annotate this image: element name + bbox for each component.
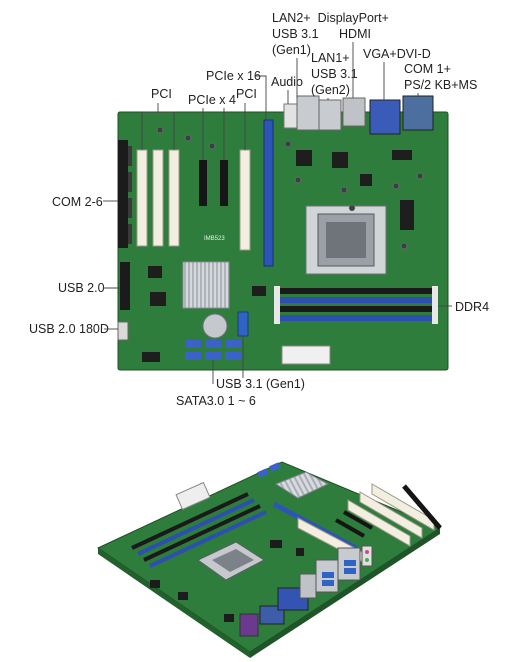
bottom-misc-components xyxy=(150,540,304,622)
label-com1-ps2: COM 1+ PS/2 KB+MS xyxy=(404,62,477,92)
bottom-dp-hdmi xyxy=(299,573,317,599)
board-model-silkscreen: IMB523 xyxy=(204,236,225,242)
label-lan2: LAN2+ USB 3.1 (Gen1) xyxy=(272,11,322,57)
label-lan1: LAN1+ USB 3.1 (Gen2) xyxy=(311,51,361,97)
chipset-heatsink xyxy=(182,261,230,309)
ddr4-slots xyxy=(274,286,438,324)
usb20-headers xyxy=(117,262,130,341)
pci-slot-2 xyxy=(152,149,164,247)
pci-slot-3 xyxy=(168,149,180,247)
label-pci-mid: PCI xyxy=(236,87,257,101)
lan1-usb-connector xyxy=(318,99,342,131)
label-sata: SATA3.0 1 ~ 6 xyxy=(176,394,256,408)
label-pcie-x4: PCIe x 4 xyxy=(188,93,236,107)
bottom-board-edge-right xyxy=(250,528,440,658)
capacitors xyxy=(156,126,424,250)
label-pcie-x16: PCIe x 16 xyxy=(206,69,261,83)
bottom-dimm-slots xyxy=(131,492,267,568)
misc-components xyxy=(142,150,414,362)
bottom-sata xyxy=(257,462,281,478)
sata-connectors xyxy=(185,340,241,360)
cmos-battery xyxy=(202,313,228,339)
bottom-rear-io xyxy=(239,545,373,637)
vga-dvi-connector xyxy=(369,99,401,135)
bottom-com-headers xyxy=(402,484,442,530)
label-displayport-hdmi: DisplayPort+ HDMI xyxy=(318,11,393,41)
bottom-board-perspective xyxy=(96,461,442,658)
usb31-header xyxy=(237,311,249,337)
audio-jack xyxy=(283,103,299,129)
label-audio: Audio xyxy=(271,75,303,89)
displayport-hdmi-connector xyxy=(342,97,366,127)
com1-ps2-connector xyxy=(402,95,434,131)
bottom-board-edge xyxy=(98,548,250,658)
bottom-atx-power xyxy=(175,481,211,511)
label-usb20-180d: USB 2.0 180D xyxy=(29,322,109,336)
label-pci-left: PCI xyxy=(151,87,172,101)
rear-io-connectors xyxy=(283,95,434,135)
bottom-audio xyxy=(361,545,373,567)
label-vga-dvi: VGA+DVI-D xyxy=(363,47,431,61)
label-usb31-gen1: USB 3.1 (Gen1) xyxy=(216,377,305,391)
pcie-x16-slot xyxy=(263,119,274,267)
label-com-2-6: COM 2-6 xyxy=(52,195,103,209)
bottom-pcie-x16 xyxy=(272,501,358,551)
bottom-pci-slots xyxy=(297,483,435,567)
pci-slot-4 xyxy=(239,149,251,251)
pci-slot-1 xyxy=(136,149,148,247)
top-board: IMB523 xyxy=(117,95,449,371)
atx-power-connector xyxy=(281,345,331,365)
bottom-pcie-x4 xyxy=(335,510,373,538)
label-ddr4: DDR4 xyxy=(455,300,489,314)
bottom-chipset-heatsink xyxy=(274,471,330,499)
bottom-ps2-ports xyxy=(239,613,259,637)
com-headers xyxy=(118,140,132,248)
leader-lines xyxy=(103,42,452,384)
diagram-labels: LAN2+ USB 3.1 (Gen1) DisplayPort+ HDMI L… xyxy=(29,11,489,408)
label-usb20: USB 2.0 xyxy=(58,281,105,295)
pcie-x4-slots xyxy=(199,160,228,206)
cpu-socket xyxy=(305,205,387,275)
lan2-usb-connector xyxy=(296,95,320,131)
